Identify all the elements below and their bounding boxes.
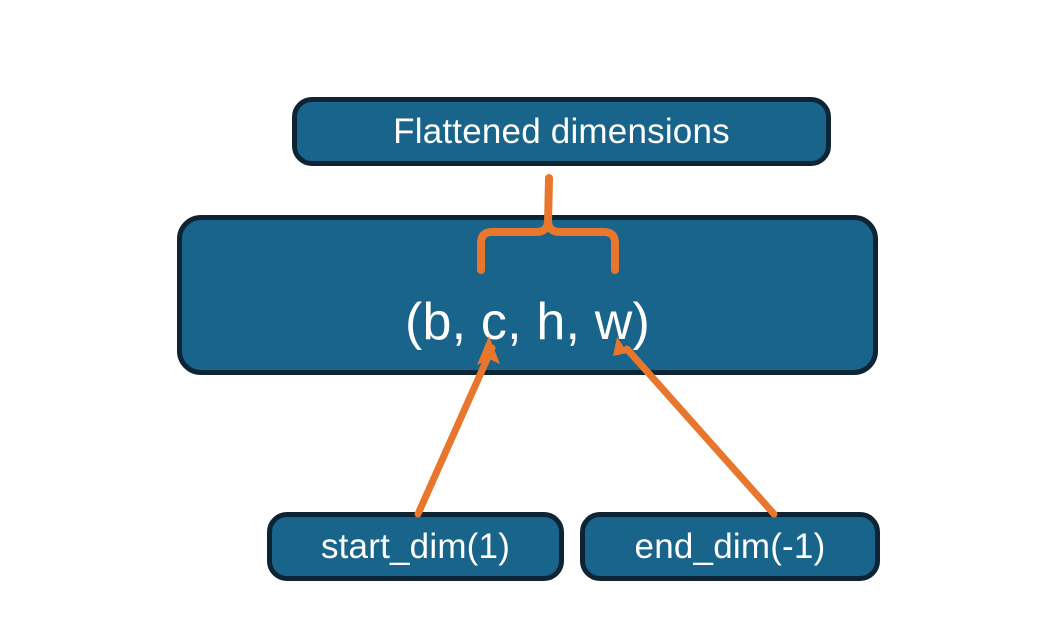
node-tensor-shape-label: (b, c, h, w) (404, 293, 651, 351)
node-tensor-shape[interactable]: (b, c, h, w) (177, 215, 878, 375)
node-start-dim-label: start_dim(1) (320, 526, 511, 566)
node-flattened-dimensions[interactable]: Flattened dimensions (292, 97, 831, 166)
node-end-dim-label: end_dim(-1) (634, 526, 826, 566)
node-start-dim[interactable]: start_dim(1) (267, 512, 564, 581)
node-flattened-dimensions-label: Flattened dimensions (393, 111, 730, 151)
node-end-dim[interactable]: end_dim(-1) (580, 512, 880, 581)
